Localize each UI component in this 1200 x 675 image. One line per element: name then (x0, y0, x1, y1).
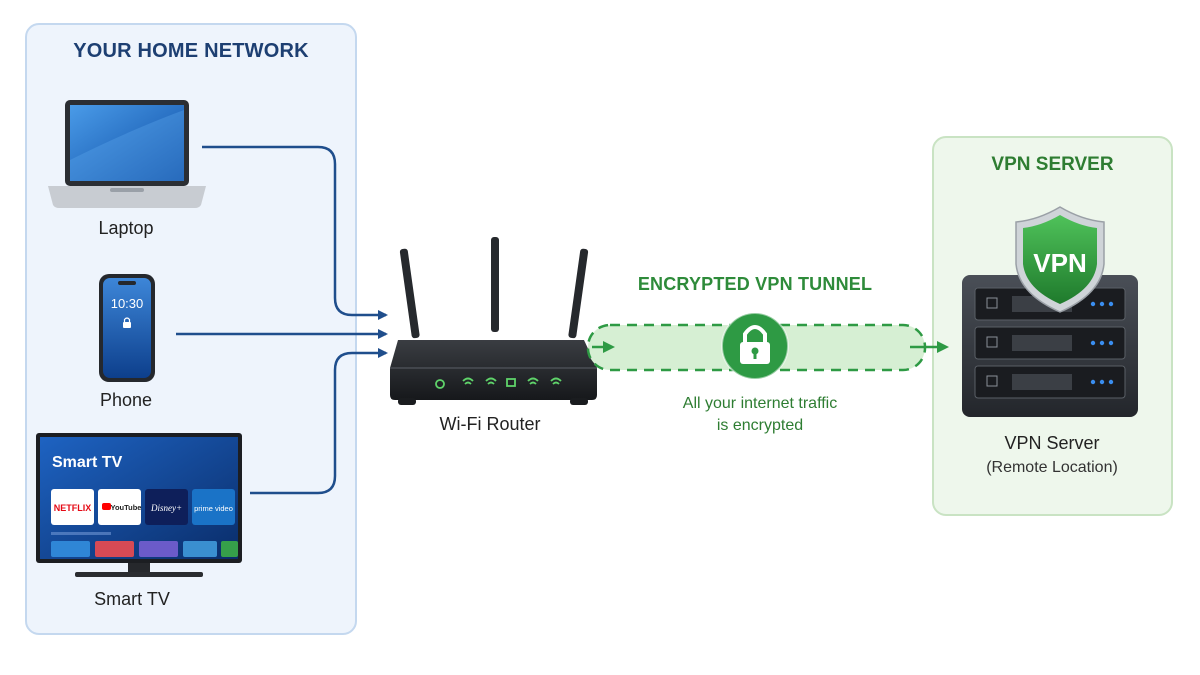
vpn-server-sublabel: (Remote Location) (986, 459, 1118, 476)
tunnel-title: ENCRYPTED VPN TUNNEL (637, 274, 873, 294)
tunnel-note-line-2: is encrypted (716, 417, 804, 434)
shield-text: VPN (1033, 248, 1086, 278)
smart-tv-icon: Smart TV NETFLIX YouTube Disney+ prime v… (36, 433, 242, 577)
laptop-icon (48, 100, 206, 208)
vpn-shield-icon: VPN (1015, 206, 1105, 313)
vpn-server-title: VPN SERVER (991, 154, 1114, 175)
router-icon (390, 237, 597, 405)
phone-clock: 10:30 (111, 296, 144, 311)
router-label: Wi-Fi Router (439, 414, 541, 434)
disney-app-tile: Disney+ (150, 503, 182, 513)
server-icon (962, 275, 1138, 417)
tunnel-note-line-1: All your internet traffic (682, 395, 838, 412)
laptop-connector (202, 145, 388, 320)
netflix-app-tile: NETFLIX (54, 503, 92, 513)
tv-screen-title: Smart TV (52, 454, 123, 471)
home-network-title: YOUR HOME NETWORK (73, 40, 309, 62)
laptop-label: Laptop (98, 218, 154, 238)
smart-tv-label: Smart TV (94, 589, 170, 609)
vpn-server-label: VPN Server (1004, 433, 1100, 453)
youtube-app-tile: YouTube (111, 503, 142, 512)
phone-label: Phone (99, 390, 153, 410)
phone-icon: 10:30 (99, 274, 155, 382)
prime-video-app-tile: prime video (194, 504, 233, 513)
lock-icon (721, 312, 789, 380)
tunnel-note: All your internet traffic is encrypted (640, 393, 880, 437)
home-connectors (176, 145, 388, 495)
tv-connector (250, 348, 388, 495)
